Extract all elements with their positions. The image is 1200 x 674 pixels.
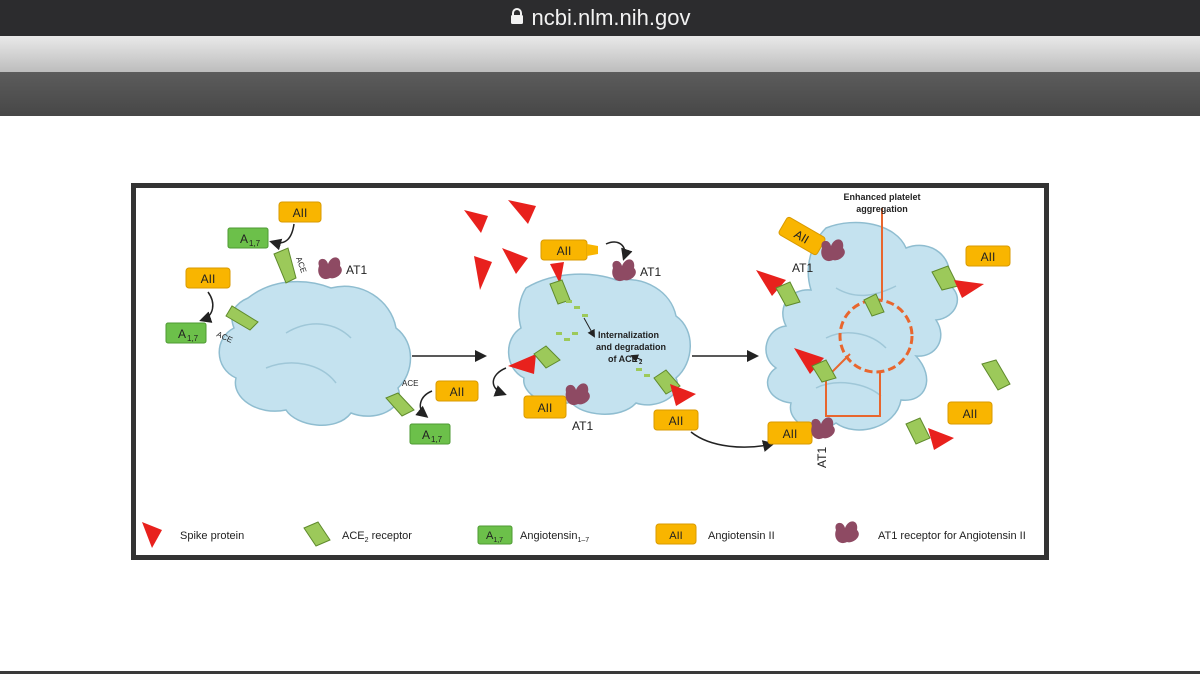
spike-protein <box>928 428 954 450</box>
svg-text:Angiotensin1–7: Angiotensin1–7 <box>520 530 589 544</box>
spike-protein <box>794 348 824 374</box>
toolbar-strip-dark <box>0 72 1200 116</box>
at1-receptor <box>821 239 845 262</box>
figure-panel: AII A 1,7 ACE AT1 AII A 1,7 ACE ACE AII … <box>131 183 1049 560</box>
svg-text:AT1: AT1 <box>572 419 593 433</box>
svg-text:2: 2 <box>639 360 643 366</box>
svg-text:aggregation: aggregation <box>856 204 908 214</box>
svg-text:AT1: AT1 <box>792 261 813 275</box>
svg-text:AT1: AT1 <box>346 263 367 277</box>
svg-text:A: A <box>240 232 248 246</box>
svg-text:AT1: AT1 <box>815 447 829 468</box>
ace2-receptor <box>385 392 415 417</box>
a17-box: A 1,7 <box>227 227 269 249</box>
cell-2 <box>507 273 691 415</box>
svg-text:1,7: 1,7 <box>431 435 443 444</box>
aii-box: AII <box>778 216 826 256</box>
svg-text:AII: AII <box>557 244 572 258</box>
internalization-dots <box>556 300 650 377</box>
cell-1 <box>218 280 412 426</box>
spike-protein <box>756 270 786 296</box>
spike-protein <box>954 280 984 298</box>
ace2-receptor <box>775 281 801 307</box>
url-text: ncbi.nlm.nih.gov <box>531 5 691 30</box>
svg-text:AT1: AT1 <box>640 265 661 279</box>
spike-protein <box>550 262 564 284</box>
svg-text:AII: AII <box>669 414 684 428</box>
aii-box: AII <box>523 395 567 419</box>
svg-text:1,7: 1,7 <box>187 334 199 343</box>
svg-text:of ACE: of ACE <box>608 354 638 364</box>
cell-cluster <box>765 221 959 431</box>
toolbar-strip <box>0 36 1200 72</box>
svg-text:AII: AII <box>963 407 978 421</box>
aii-box: AII <box>947 401 993 425</box>
svg-text:AII: AII <box>783 427 798 441</box>
svg-text:Internalization: Internalization <box>598 330 659 340</box>
ace2-receptor <box>533 345 561 369</box>
svg-text:AII: AII <box>201 272 216 286</box>
legend-spike-icon <box>142 522 162 548</box>
aii-box: AII <box>540 239 588 261</box>
spike-protein <box>502 248 528 274</box>
svg-text:ACE: ACE <box>294 256 308 275</box>
ace2-receptor <box>981 359 1011 391</box>
svg-text:1,7: 1,7 <box>249 239 261 248</box>
aii-box: AII <box>435 380 479 402</box>
diagram-svg: AII A 1,7 ACE AT1 AII A 1,7 ACE ACE AII … <box>142 192 1026 548</box>
address-bar[interactable]: ncbi.nlm.nih.gov <box>0 0 1200 36</box>
svg-text:AII: AII <box>792 227 812 246</box>
svg-text:Enhanced platelet: Enhanced platelet <box>843 192 920 202</box>
spike-protein <box>508 354 536 374</box>
svg-text:AII: AII <box>669 530 682 542</box>
aii-box: AII <box>278 201 322 223</box>
at1-receptor <box>318 257 342 280</box>
a17-box: A 1,7 <box>165 322 207 344</box>
aii-box: AII <box>185 267 231 289</box>
legend-ace2-icon <box>303 521 331 547</box>
ace2-receptor <box>863 293 885 317</box>
bottom-edge <box>0 671 1200 674</box>
svg-text:A1,7: A1,7 <box>486 530 503 544</box>
at1-receptor <box>811 417 835 440</box>
svg-text:and degradation: and degradation <box>596 342 666 352</box>
legend-aii-box <box>655 523 697 545</box>
svg-text:AII: AII <box>450 385 465 399</box>
svg-text:Spike protein: Spike protein <box>180 530 244 542</box>
at1-receptor <box>612 259 636 282</box>
svg-text:ACE: ACE <box>402 379 418 388</box>
svg-text:AII: AII <box>293 206 308 220</box>
aii-box: AII <box>653 409 699 431</box>
legend-at1-icon <box>835 521 859 544</box>
svg-text:A: A <box>178 327 186 341</box>
spike-protein <box>474 256 492 290</box>
svg-text:Angiotensin II: Angiotensin II <box>708 530 775 542</box>
legend: Spike protein ACE2 receptor A1,7 Angiote… <box>142 521 1026 548</box>
ace2-receptor <box>811 359 837 383</box>
a17-box: A 1,7 <box>409 423 451 445</box>
spike-protein <box>670 384 696 406</box>
aii-box: AII <box>767 421 813 445</box>
lock-icon <box>510 5 524 31</box>
at1-receptor <box>565 383 590 406</box>
aii-box: AII <box>965 245 1011 267</box>
svg-text:AT1 receptor for Angiotensin I: AT1 receptor for Angiotensin II <box>878 530 1026 542</box>
svg-text:A: A <box>422 428 430 442</box>
svg-text:AII: AII <box>538 401 553 415</box>
ace2-receptor <box>225 305 259 331</box>
spike-protein <box>508 200 536 224</box>
ace2-receptor <box>273 247 297 284</box>
svg-text:AII: AII <box>981 250 996 264</box>
ace2-receptor <box>905 417 931 445</box>
svg-text:ACE2 receptor: ACE2 receptor <box>342 530 412 544</box>
spike-protein <box>464 210 488 233</box>
legend-a17-box <box>477 525 513 545</box>
